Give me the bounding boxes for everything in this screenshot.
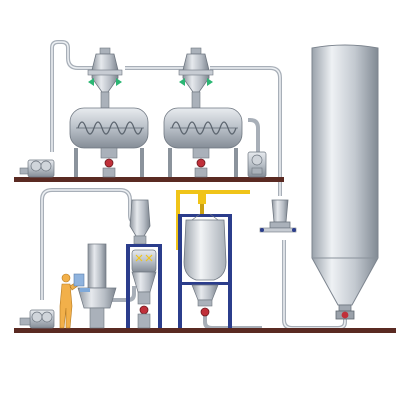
rotary-valve-icon xyxy=(104,158,114,168)
operator-icon xyxy=(59,273,85,329)
vacuum-receiver-2 xyxy=(178,47,214,109)
big-bag-station xyxy=(176,190,250,328)
silo-rotary-valve xyxy=(335,310,355,320)
big-bag-icon xyxy=(183,219,227,281)
blower-upper-left xyxy=(19,159,55,178)
upper-floor xyxy=(14,177,284,182)
screw-mixer-1 xyxy=(69,107,149,178)
right-suction-pipe xyxy=(248,118,260,152)
sifter-tower xyxy=(126,199,162,329)
inline-filter xyxy=(259,199,297,233)
bigbag-feed-pipe xyxy=(203,312,262,330)
vacuum-receiver-1 xyxy=(87,47,123,109)
lower-floor xyxy=(14,328,396,333)
screw-mixer-2 xyxy=(163,107,243,178)
silo xyxy=(311,44,379,312)
blower-lower-left xyxy=(19,309,55,329)
blower-upper-right xyxy=(247,151,267,178)
silo-icon xyxy=(311,44,379,306)
rotary-valve-icon xyxy=(341,311,349,319)
blower-icon xyxy=(30,160,42,172)
bag-dump-station xyxy=(77,243,117,329)
